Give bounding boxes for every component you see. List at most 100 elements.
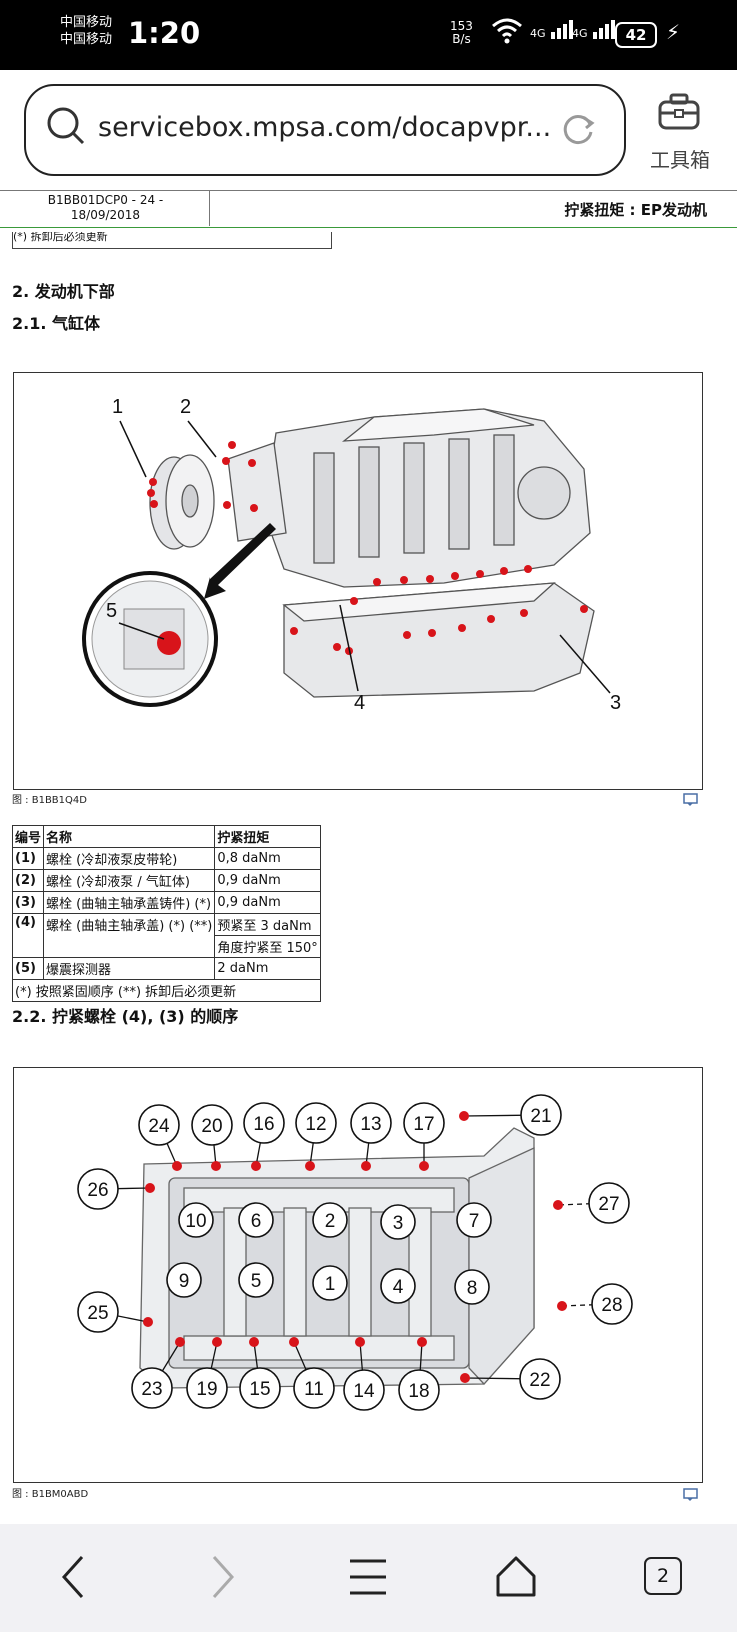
row-torque: 预紧至 3 daNm	[214, 913, 321, 936]
sequence-label-19: 19	[196, 1379, 217, 1400]
table-row: 角度拧紧至 150°	[13, 935, 321, 958]
sequence-circle-7	[456, 1202, 492, 1238]
row-torque: 0,9 daNm	[214, 891, 321, 914]
address-bar[interactable]	[24, 84, 626, 176]
sequence-circle-24	[138, 1104, 180, 1146]
figure2-caption: 图 : B1BM0ABD	[12, 1489, 89, 1500]
row-torque-angle: 角度拧紧至 150°	[214, 935, 321, 958]
table-row: (2) 螺栓 (冷却液泵 / 气缸体) 0,9 daNm	[11, 869, 321, 892]
reload-icon[interactable]	[562, 112, 596, 150]
sequence-label-28: 28	[601, 1295, 622, 1316]
signal-2-label: 4G	[572, 27, 588, 40]
engine-block-figure: 1 2 5 4 3	[13, 372, 703, 790]
col-id-header: 编号	[11, 825, 45, 848]
net-speed-value: 153	[450, 19, 473, 33]
doc-header	[0, 190, 737, 228]
sequence-circle-19	[186, 1367, 228, 1409]
sequence-circle-13	[350, 1102, 392, 1144]
sequence-circle-11	[293, 1367, 335, 1409]
row-torque: 2 daNm	[214, 957, 321, 980]
crankcase-drawing	[282, 582, 595, 698]
callout-1: 1	[112, 396, 123, 418]
signal-1-label: 4G	[530, 27, 546, 40]
sequence-label-11: 11	[304, 1379, 324, 1400]
table-row: (1) 螺栓 (冷却液泵皮带轮) 0,8 daNm	[11, 847, 321, 870]
sequence-label-8: 8	[467, 1278, 478, 1299]
carrier-1: 中国移动	[60, 15, 113, 30]
torque-table: 编号 名称 拧紧扭矩 (1) 螺栓 (冷却液泵皮带轮) 0,8 daNm (2)…	[11, 825, 321, 1002]
sequence-label-26: 26	[87, 1180, 108, 1201]
sequence-circle-15	[239, 1367, 281, 1409]
sequence-circle-3	[380, 1204, 416, 1240]
row-torque: 0,9 daNm	[214, 869, 321, 892]
bolt-17	[419, 1161, 429, 1171]
table-row: (3) 螺栓 (曲轴主轴承盖铸件) (*) 0,9 daNm	[11, 891, 321, 914]
battery-level: 42	[615, 22, 657, 48]
callout-3: 3	[610, 692, 621, 714]
sequence-circle-26	[77, 1168, 119, 1210]
table-footnote-row: (*) 按照紧固顺序 (**) 拆卸后必须更新	[12, 979, 321, 1002]
sequence-label-22: 22	[529, 1370, 550, 1391]
tab-count-button[interactable]: 2	[644, 1557, 682, 1595]
sequence-label-27: 27	[598, 1194, 619, 1215]
menu-icon[interactable]	[348, 1557, 388, 1601]
charging-icon: ⚡	[666, 20, 681, 44]
bolt-20	[211, 1161, 221, 1171]
sequence-circle-22	[519, 1358, 561, 1400]
sequence-label-5: 5	[251, 1271, 262, 1292]
row-id: (3)	[11, 891, 45, 914]
red-bolts	[147, 441, 588, 655]
forward-icon[interactable]	[208, 1555, 238, 1603]
search-icon	[46, 106, 86, 150]
callout-4: 4	[354, 692, 365, 714]
section-heading: 2. 发动机下部	[12, 282, 115, 301]
sequence-label-6: 6	[251, 1211, 262, 1232]
row-id: (5)	[11, 957, 45, 980]
bolt-11	[289, 1337, 299, 1347]
signal-icon-1: 4G	[530, 18, 575, 40]
toolbox-label[interactable]: 工具箱	[650, 148, 710, 172]
url-text[interactable]: servicebox.mpsa.com/docapvpr...	[98, 112, 552, 143]
net-speed-unit: B/s	[452, 32, 471, 46]
signal-icon-2: 4G	[572, 18, 617, 40]
row-name: 螺栓 (冷却液泵 / 气缸体)	[43, 869, 216, 892]
sequence-circle-2	[312, 1202, 348, 1238]
back-icon[interactable]	[58, 1555, 88, 1603]
sequence-circle-20	[191, 1104, 233, 1146]
bolt-18	[417, 1337, 427, 1347]
pump-pulley-drawing	[149, 442, 287, 550]
sequence-circle-1	[312, 1265, 348, 1301]
sequence-circle-5	[238, 1262, 274, 1298]
home-icon[interactable]	[494, 1554, 538, 1602]
toolbox-icon[interactable]	[656, 92, 702, 136]
bolt-26	[145, 1183, 155, 1193]
table-header-row: 编号 名称 拧紧扭矩	[11, 825, 321, 848]
sequence-label-24: 24	[148, 1116, 170, 1137]
image-link-icon[interactable]	[683, 1487, 699, 1506]
sequence-label-13: 13	[360, 1114, 381, 1135]
row-name: 爆震探测器	[43, 957, 216, 980]
figure1-caption: 图 : B1BB1Q4D	[12, 795, 87, 806]
doc-id-line1: B1BB01DCP0 - 24 -	[47, 193, 164, 207]
row-name: 螺栓 (冷却液泵皮带轮)	[43, 847, 216, 870]
sequence-label-4: 4	[393, 1277, 404, 1298]
subsection-heading-cylinder-block: 2.1. 气缸体	[12, 314, 100, 333]
sequence-circle-23	[131, 1367, 173, 1409]
bolt-22	[460, 1373, 470, 1383]
row-torque: 0,8 daNm	[214, 847, 321, 870]
table-row: (5) 爆震探测器 2 daNm	[11, 957, 321, 980]
sequence-label-3: 3	[393, 1213, 404, 1234]
sequence-label-15: 15	[249, 1379, 270, 1400]
image-link-icon[interactable]	[683, 792, 699, 811]
subsection-heading-sequence: 2.2. 拧紧螺栓 (4), (3) 的顺序	[12, 1007, 239, 1026]
sequence-circle-27	[588, 1182, 630, 1224]
sequence-circle-12	[295, 1102, 337, 1144]
sequence-label-9: 9	[179, 1271, 190, 1292]
sequence-circle-9	[166, 1262, 202, 1298]
clock: 1:20	[128, 16, 201, 50]
doc-title: 拧紧扭矩 : EP发动机	[564, 201, 707, 219]
crankcase-frame-drawing	[139, 1127, 535, 1389]
sequence-circle-14	[343, 1369, 385, 1411]
callout-5: 5	[106, 600, 117, 622]
